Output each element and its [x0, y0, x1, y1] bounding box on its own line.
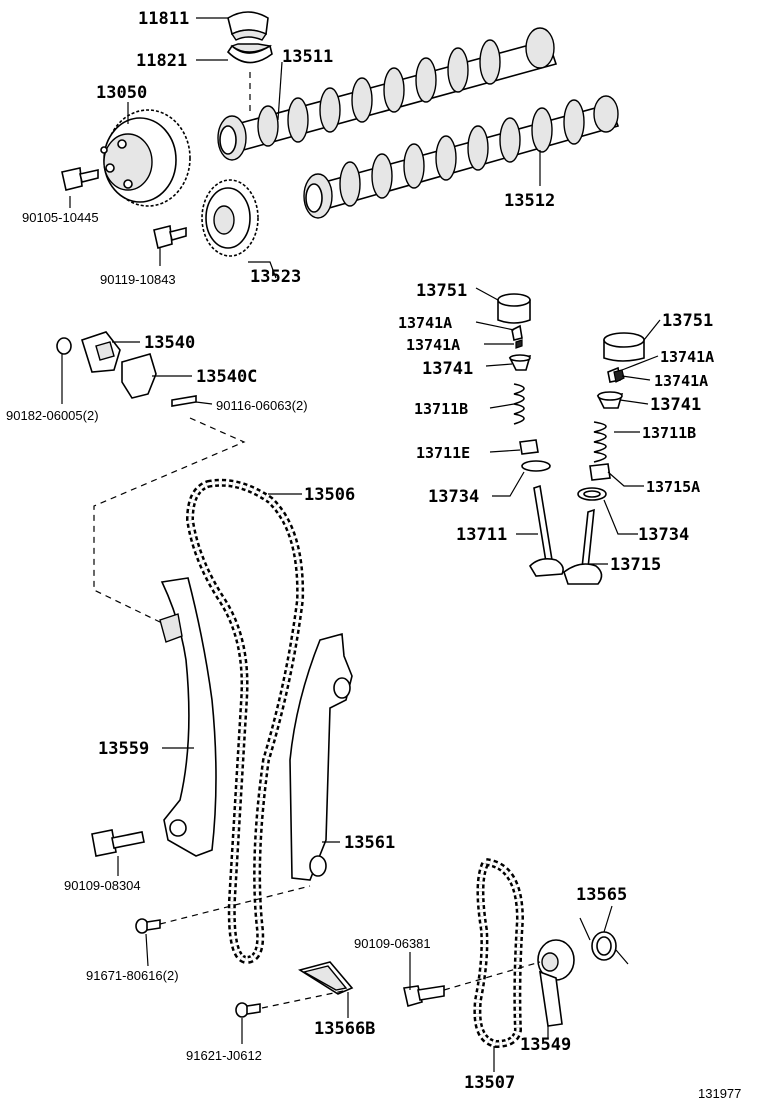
label-13741a-4: 13741A: [654, 372, 708, 390]
label-13559: 13559: [98, 739, 149, 759]
label-13540c: 13540C: [196, 367, 257, 387]
exhaust-valve: [563, 508, 603, 585]
valve-lifter-right: [603, 332, 645, 362]
bolt-90105: [61, 167, 99, 191]
camshaft-bearing-lower: [226, 43, 273, 64]
valve-retainer-right: [596, 391, 624, 409]
label-90109-08304: 90109-08304: [64, 878, 141, 893]
label-13540: 13540: [144, 333, 195, 353]
chain-tensioner-arm: [537, 939, 575, 1027]
label-90116-06063: 90116-06063(2): [216, 398, 308, 413]
valve-spring-left: [513, 383, 525, 425]
label-90109-06381: 90109-06381: [354, 936, 431, 951]
exhaust-camshaft-sprocket: [201, 179, 259, 257]
valve-seal-right: [589, 463, 611, 481]
valve-seat-right: [577, 487, 607, 501]
label-11821: 11821: [136, 51, 187, 71]
valve-seal-left: [519, 439, 539, 455]
figure-code: 131977: [698, 1086, 741, 1101]
chain-tensioner: [56, 331, 197, 407]
label-13734-right: 13734: [638, 525, 689, 545]
exhaust-camshaft: [303, 95, 620, 219]
intake-valve: [528, 484, 564, 577]
chain-damper-13566b: [298, 961, 354, 995]
chain-slipper-guide: [159, 577, 217, 857]
bolt-to-arm-link: [443, 961, 541, 991]
label-13561: 13561: [344, 833, 395, 853]
valve-seat-left: [521, 460, 551, 472]
label-13711e: 13711E: [416, 444, 470, 462]
bolt-to-damper-link: [159, 885, 311, 925]
camshaft-timing-gear-assembly: [100, 109, 191, 207]
label-13741a-2: 13741A: [406, 336, 460, 354]
label-13741a-1: 13741A: [398, 314, 452, 332]
label-91671-80616: 91671-80616(2): [86, 968, 179, 983]
label-90119-10843: 90119-10843: [100, 272, 176, 287]
label-13565: 13565: [576, 885, 627, 905]
label-13050: 13050: [96, 83, 147, 103]
label-13511: 13511: [282, 47, 333, 67]
intake-camshaft: [217, 27, 558, 161]
label-13711b-left: 13711B: [414, 400, 468, 418]
label-13711b-right: 13711B: [642, 424, 696, 442]
label-13506: 13506: [304, 485, 355, 505]
valve-spring-right: [593, 421, 607, 463]
bolt-90109-06381: [403, 985, 445, 1008]
valve-keeper-right: [607, 366, 625, 383]
label-11811: 11811: [138, 9, 189, 29]
bolt-90109-08304: [91, 829, 145, 857]
label-13751-right: 13751: [662, 311, 713, 331]
label-13523: 13523: [250, 267, 301, 287]
valve-retainer-left: [508, 354, 532, 371]
label-91621-j0612: 91621-J0612: [186, 1048, 262, 1063]
label-13715: 13715: [610, 555, 661, 575]
label-90182-06005: 90182-06005(2): [6, 408, 99, 423]
label-13549: 13549: [520, 1035, 571, 1055]
label-13751-left: 13751: [416, 281, 467, 301]
label-13734-left: 13734: [428, 487, 479, 507]
label-13512: 13512: [504, 191, 555, 211]
label-13741-left: 13741: [422, 359, 473, 379]
bolt-91671: [135, 918, 161, 934]
camshaft-bearing-upper: [227, 11, 269, 41]
label-13566b: 13566B: [314, 1019, 375, 1039]
label-13715a: 13715A: [646, 478, 700, 496]
label-13711: 13711: [456, 525, 507, 545]
bolt-91621: [235, 1002, 261, 1018]
valve-lifter-left: [497, 293, 531, 324]
oil-pump-chain: [473, 857, 525, 1049]
tension-spring: [579, 917, 629, 965]
bolt-90119: [153, 225, 187, 250]
tensioner-to-guide-link: [93, 417, 246, 625]
label-13507: 13507: [464, 1073, 515, 1093]
valve-keeper-left: [511, 324, 523, 349]
label-13741-right: 13741: [650, 395, 701, 415]
bolt-to-slipper-link: [261, 989, 349, 1009]
chain-vibration-damper: [289, 632, 353, 881]
label-90105-10445: 90105-10445: [22, 210, 99, 225]
label-13741a-3: 13741A: [660, 348, 714, 366]
leader-lines: [61, 17, 661, 1072]
